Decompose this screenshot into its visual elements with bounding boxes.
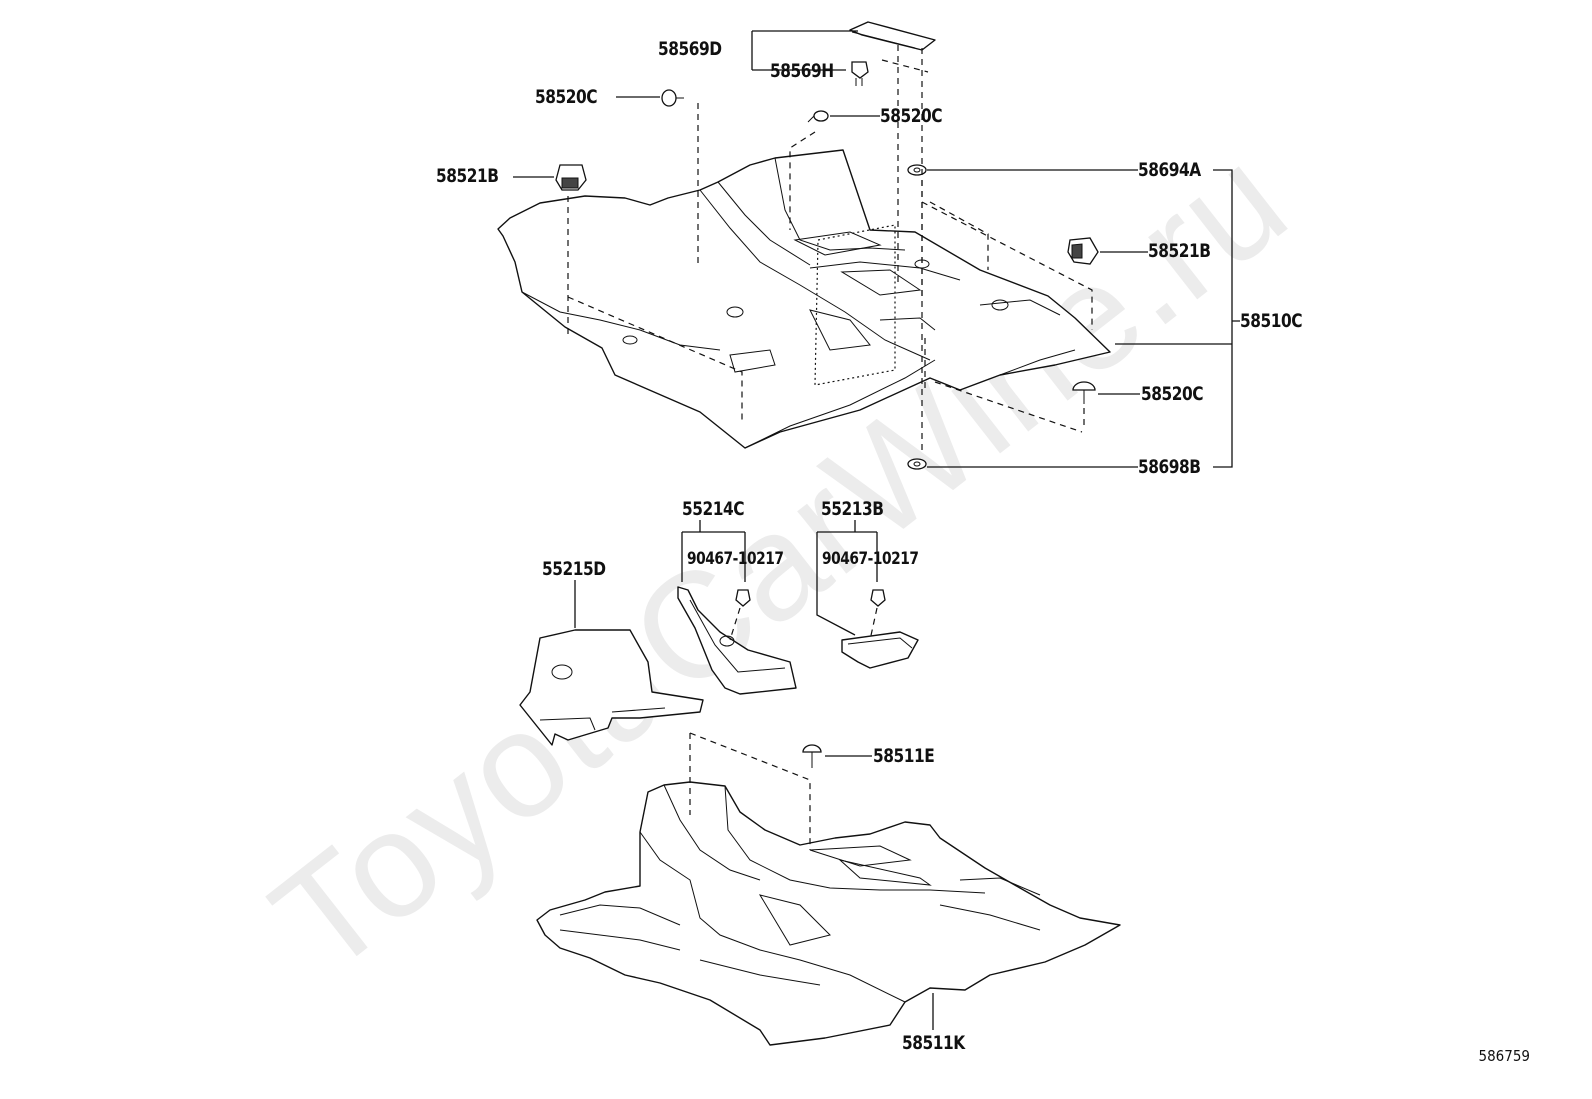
label-58520C-a[interactable]: 58520C <box>535 86 598 108</box>
label-55214C[interactable]: 55214C <box>682 498 745 520</box>
label-55215D[interactable]: 55215D <box>542 558 606 580</box>
label-55213B[interactable]: 55213B <box>821 498 884 520</box>
label-58569H[interactable]: 58569H <box>770 60 834 82</box>
label-58694A[interactable]: 58694A <box>1138 159 1201 181</box>
label-58520C-c[interactable]: 58520C <box>1141 383 1204 405</box>
clip-58520C-c[interactable] <box>1072 381 1096 404</box>
clip-58511E[interactable] <box>802 744 822 768</box>
clip-58569H[interactable] <box>851 61 869 86</box>
grommet-58694A[interactable] <box>907 164 927 176</box>
clip-58520C-a[interactable] <box>661 89 684 107</box>
label-58698B[interactable]: 58698B <box>1138 456 1201 478</box>
grommet-58698B[interactable] <box>907 458 927 470</box>
figure-number: 586759 <box>1478 1047 1530 1065</box>
hook-58521B-a[interactable] <box>555 164 587 191</box>
scuff-plate-58569D[interactable] <box>849 21 936 51</box>
label-90467-10217-a[interactable]: 90467-10217 <box>687 549 784 569</box>
label-58520C-b[interactable]: 58520C <box>880 105 943 127</box>
guide-lines-bottom <box>689 732 934 1030</box>
insulator-55215D[interactable] <box>519 580 704 746</box>
label-58521B-a[interactable]: 58521B <box>436 165 499 187</box>
floor-mat-58511K[interactable] <box>536 781 1121 1046</box>
label-58511E[interactable]: 58511E <box>873 745 935 767</box>
label-58569D[interactable]: 58569D <box>658 38 722 60</box>
silencer-55213B[interactable] <box>816 520 919 669</box>
clip-58520C-b[interactable] <box>807 110 829 123</box>
label-90467-10217-b[interactable]: 90467-10217 <box>822 549 919 569</box>
guide-lines-top <box>567 45 1093 455</box>
label-58511K[interactable]: 58511K <box>902 1032 965 1054</box>
floor-carpet-58510C[interactable] <box>497 149 1111 449</box>
leader-lines-top <box>513 30 1240 468</box>
label-58510C[interactable]: 58510C <box>1240 310 1303 332</box>
clip-90467-10217-a[interactable] <box>729 589 751 641</box>
silencer-55214C[interactable] <box>677 520 797 695</box>
label-58521B-b[interactable]: 58521B <box>1148 240 1211 262</box>
clip-90467-10217-b[interactable] <box>869 589 886 641</box>
hook-58521B-b[interactable] <box>1067 237 1099 265</box>
